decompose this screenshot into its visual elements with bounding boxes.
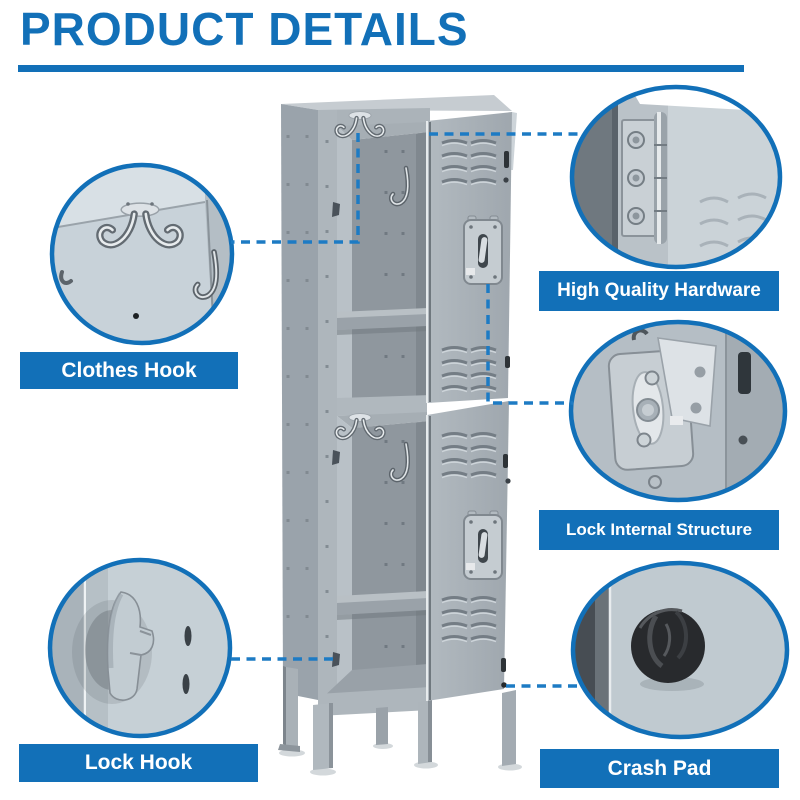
clothes-hook-bubble — [49, 162, 235, 346]
title-underline — [18, 65, 744, 72]
lock-internal-structure-label: Lock Internal Structure — [539, 510, 779, 550]
locker-cabinet — [278, 95, 522, 776]
connector-lock-internal-structure — [486, 284, 573, 405]
high-quality-hardware-label: High Quality Hardware — [539, 271, 779, 311]
lock-internal-bubble — [568, 319, 788, 503]
bottom-compartment — [320, 412, 428, 710]
locker-legs — [278, 666, 522, 776]
locker-bottom-door — [426, 401, 511, 701]
lock-hook-bubble — [47, 557, 233, 739]
crash-pad-bubble — [570, 560, 790, 740]
top-compartment — [332, 112, 428, 402]
crash-pad-label: Crash Pad — [540, 749, 779, 788]
page-title: PRODUCT DETAILS — [20, 3, 469, 55]
clothes-hook-label: Clothes Hook — [20, 352, 238, 389]
connector-clothes-hook — [231, 133, 360, 244]
locker-top-door — [426, 112, 517, 403]
lock-hook-label: Lock Hook — [19, 744, 258, 782]
hinge-bubble — [569, 84, 783, 270]
